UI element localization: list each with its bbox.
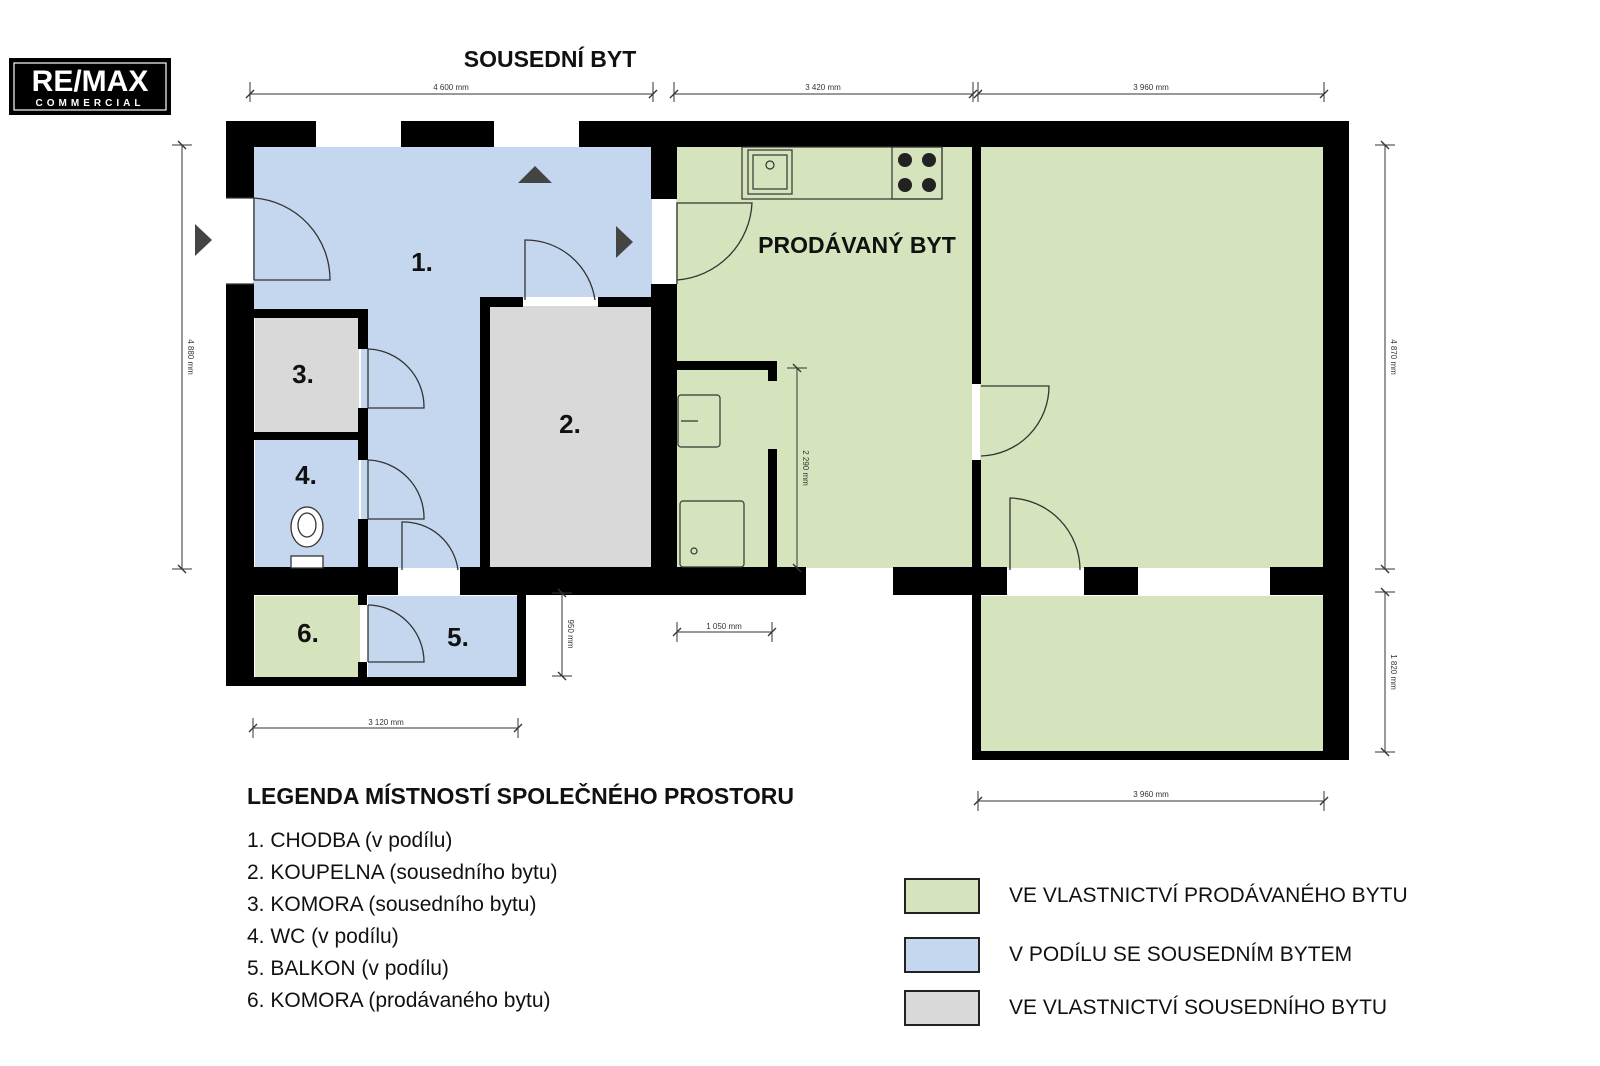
dim-top-right: 3 960 mm: [1133, 83, 1169, 92]
dim-niche-width: 1 050 mm: [706, 622, 742, 631]
kitchen-counter: [741, 146, 943, 200]
dimension-labels: 4 600 mm 3 420 mm 3 960 mm 4 880 mm 4 87…: [186, 83, 1398, 799]
dim-right-lower: 1 820 mm: [1389, 654, 1398, 690]
dim-bottom-left: 3 120 mm: [368, 718, 404, 727]
legend-item: 4. WC (v podílu): [247, 925, 399, 948]
dim-balcony-depth: 950 mm: [566, 620, 575, 649]
key-row-neighbour: VE VLASTNICTVÍ SOUSEDNÍHO BYTU: [904, 988, 1387, 1028]
room-number-1: 1.: [411, 247, 433, 277]
toilet-icon: [290, 506, 324, 569]
room-5-balcony: [368, 596, 518, 677]
door-swings: [226, 197, 1081, 663]
room-3-storage: [255, 318, 359, 432]
stove-icon: [898, 153, 936, 192]
remax-logo: RE/MAX COMMERCIAL: [9, 58, 171, 115]
shower-icon: [679, 500, 745, 568]
key-row-shared: V PODÍLU SE SOUSEDNÍM BYTEM: [904, 935, 1352, 975]
key-swatch-sold: [904, 878, 980, 914]
legend-item: 3. KOMORA (sousedního bytu): [247, 893, 537, 916]
sold-flat-label: PRODÁVANÝ BYT: [758, 231, 956, 258]
room-number-2: 2.: [559, 409, 581, 439]
legend-list: 1. CHODBA (v podílu) 2. KOUPELNA (soused…: [247, 825, 558, 1017]
room-number-5: 5.: [447, 622, 469, 652]
dim-left: 4 880 mm: [186, 339, 195, 375]
walls: [226, 121, 1349, 760]
room-number-3: 3.: [292, 359, 314, 389]
legend-item: 1. CHODBA (v podílu): [247, 829, 453, 852]
room-fills: [253, 147, 1325, 751]
arrow-right-icon: [616, 226, 633, 258]
legend-item: 5. BALKON (v podílu): [247, 957, 449, 980]
legend-item: 6. KOMORA (prodávaného bytu): [247, 989, 551, 1012]
key-label-shared: V PODÍLU SE SOUSEDNÍM BYTEM: [1009, 943, 1353, 966]
legend-title: LEGENDA MÍSTNOSTÍ SPOLEČNÉHO PROSTORU: [247, 783, 794, 809]
key-row-sold: VE VLASTNICTVÍ PRODÁVANÉHO BYTU: [904, 876, 1408, 916]
neighbour-flat-label: SOUSEDNÍ BYT: [464, 45, 637, 72]
room-6-storage: [255, 596, 360, 677]
dimension-lines: [172, 82, 1395, 811]
arrows: [195, 166, 633, 258]
key-swatch-neighbour: [904, 990, 980, 1026]
dim-top-left: 4 600 mm: [433, 83, 469, 92]
arrow-right-icon: [195, 224, 212, 256]
key-label-neighbour: VE VLASTNICTVÍ SOUSEDNÍHO BYTU: [1009, 996, 1388, 1019]
dim-kitchen-depth: 2 290 mm: [801, 450, 810, 486]
kitchen-room: [676, 147, 972, 568]
key-swatch-shared: [904, 937, 980, 973]
logo-brand: RE/MAX: [32, 65, 149, 98]
room-numbers: 1. 2. 3. 4. 5. 6.: [292, 247, 581, 652]
room-1-corridor: [253, 147, 652, 568]
room-number-4: 4.: [295, 460, 317, 490]
right-room: [980, 147, 1325, 568]
key-label-sold: VE VLASTNICTVÍ PRODÁVANÉHO BYTU: [1009, 884, 1408, 907]
legend-item: 2. KOUPELNA (sousedního bytu): [247, 861, 558, 884]
logo-subtitle: COMMERCIAL: [36, 98, 145, 109]
bottom-right-room: [980, 596, 1325, 751]
room-number-6: 6.: [297, 618, 319, 648]
dim-top-middle: 3 420 mm: [805, 83, 841, 92]
dim-right-upper: 4 870 mm: [1389, 339, 1398, 375]
washbasin-icon: [677, 394, 721, 448]
bathroom-fixtures: [677, 394, 745, 568]
arrow-up-icon: [518, 166, 552, 183]
room-2-bathroom: [490, 306, 651, 568]
dim-bottom-right: 3 960 mm: [1133, 790, 1169, 799]
